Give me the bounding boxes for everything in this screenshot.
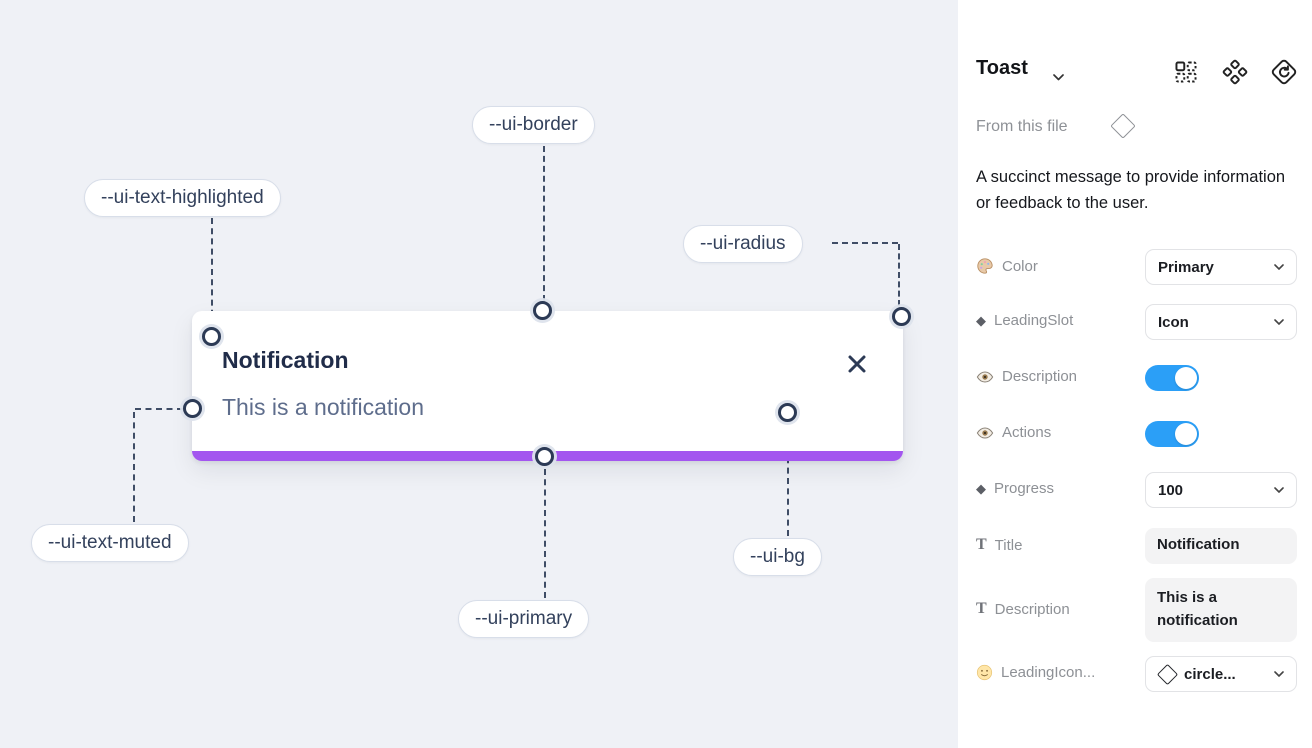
leadingicon-select[interactable]: circle... [1145, 656, 1297, 692]
annotation-ui-border: --ui-border [472, 106, 595, 144]
toggle-knob [1175, 367, 1197, 389]
property-row-title: T Title Notification [958, 528, 1312, 564]
property-label: Description [994, 600, 1070, 618]
property-row-color: Color Primary [958, 249, 1312, 285]
connector-node [202, 327, 221, 346]
property-label: Actions [1002, 424, 1052, 441]
select-value: Primary [1158, 258, 1214, 276]
eye-icon [976, 370, 994, 383]
description-input[interactable]: This is a notification [1145, 578, 1297, 642]
connector-node [778, 403, 797, 422]
chevron-down-icon [1274, 487, 1284, 493]
properties-panel: Toast [958, 0, 1312, 748]
description-toggle[interactable] [1145, 365, 1199, 391]
toast-description: This is a notification [222, 394, 424, 420]
property-row-actions-toggle: Actions [958, 416, 1312, 452]
annotation-ui-primary: --ui-primary [458, 600, 590, 638]
connector-line [133, 412, 135, 522]
diamond-icon: ◆ [976, 312, 986, 328]
diamond-outline-icon [1110, 113, 1136, 139]
select-value: circle... [1184, 665, 1236, 683]
connector-node [892, 307, 911, 326]
property-label: LeadingSlot [994, 312, 1074, 329]
property-row-leadingslot: ◆ LeadingSlot Icon [958, 304, 1312, 340]
close-button[interactable] [845, 352, 869, 376]
component-icon[interactable] [1222, 59, 1248, 85]
component-title[interactable]: Toast [976, 57, 1028, 79]
property-label: LeadingIcon... [1001, 664, 1096, 681]
toast-preview: Notification This is a notification [192, 311, 903, 461]
property-row-leadingicon: LeadingIcon... circle... [958, 656, 1312, 692]
swap-instance-icon[interactable] [1173, 59, 1199, 85]
annotation-ui-bg: --ui-bg [733, 538, 822, 576]
connector-node [183, 399, 202, 418]
actions-toggle[interactable] [1145, 421, 1199, 447]
source-label: From this file [976, 118, 1068, 135]
property-label: Description [1002, 368, 1078, 385]
property-row-description-text: T Description This is a notification [958, 578, 1312, 642]
progress-select[interactable]: 100 [1145, 472, 1297, 508]
annotation-ui-text-muted: --ui-text-muted [31, 524, 189, 562]
text-icon: T [976, 536, 987, 553]
connector-line [832, 242, 898, 244]
chevron-down-icon [1274, 671, 1284, 677]
connector-line [898, 244, 900, 306]
text-icon: T [976, 600, 987, 617]
connector-line [544, 469, 546, 598]
connector-line [543, 146, 545, 301]
annotation-ui-text-highlighted: --ui-text-highlighted [84, 179, 281, 217]
property-row-description-toggle: Description [958, 360, 1312, 396]
close-icon [848, 355, 866, 373]
property-label: Progress [994, 480, 1055, 497]
chevron-down-icon[interactable] [1053, 68, 1064, 86]
component-description: A succinct message to provide informatio… [976, 168, 1286, 212]
diamond-arrow-icon[interactable] [1271, 59, 1297, 85]
leadingslot-select[interactable]: Icon [1145, 304, 1297, 340]
smiley-icon [976, 664, 993, 681]
connector-line [211, 218, 213, 326]
diamond-icon: ◆ [976, 480, 986, 496]
title-input[interactable]: Notification [1145, 528, 1297, 564]
canvas: Notification This is a notification --ui… [0, 0, 958, 748]
connector-node [533, 301, 552, 320]
select-value: Icon [1158, 313, 1189, 331]
diamond-outline-icon [1156, 663, 1179, 685]
toast-title: Notification [222, 347, 349, 373]
annotation-ui-radius: --ui-radius [683, 225, 803, 263]
chevron-down-icon [1274, 319, 1284, 325]
property-label: Color [1002, 257, 1038, 275]
color-select[interactable]: Primary [1145, 249, 1297, 285]
select-value: 100 [1158, 481, 1184, 499]
property-label: Title [994, 536, 1023, 554]
connector-line [135, 408, 183, 410]
palette-icon [977, 258, 993, 274]
property-row-progress: ◆ Progress 100 [958, 472, 1312, 508]
connector-node [535, 447, 554, 466]
chevron-down-icon [1274, 264, 1284, 270]
eye-icon [976, 426, 994, 439]
connector-line [787, 426, 789, 536]
toggle-knob [1175, 423, 1197, 445]
